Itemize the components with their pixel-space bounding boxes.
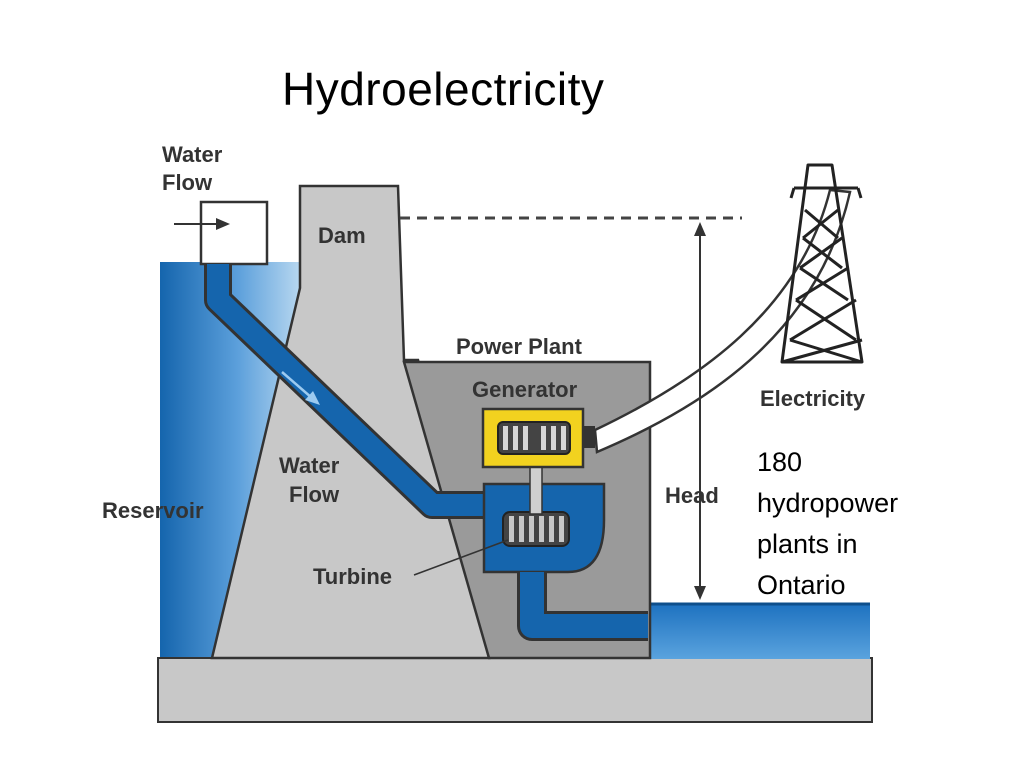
caption-line-1: 180: [757, 447, 803, 477]
flow-arrow-head: [305, 391, 320, 405]
caption-line-3: plants in: [757, 529, 858, 559]
label-water-flow-inlet-line1: Water: [162, 142, 223, 167]
label-head: Head: [665, 483, 719, 508]
generator-rotor: [497, 421, 571, 455]
tailwater: [646, 604, 870, 659]
transmission-line: [593, 188, 852, 454]
head-arrow-top: [694, 222, 706, 236]
label-power-plant: Power Plant: [456, 334, 583, 359]
label-water-flow-inlet-line2: Flow: [162, 170, 213, 195]
label-turbine: Turbine: [313, 564, 392, 589]
slide-title: Hydroelectricity: [282, 63, 605, 115]
turbine-pointer: [413, 539, 509, 576]
caption-line-2: hydropower: [757, 488, 899, 518]
label-generator: Generator: [472, 377, 578, 402]
foundation: [157, 657, 873, 723]
flow-arrow-shaft: [281, 371, 313, 399]
turbine-blades: [509, 516, 564, 542]
caption-line-4: Ontario: [757, 570, 846, 600]
label-electricity: Electricity: [760, 386, 866, 411]
penstock-water: [207, 264, 498, 516]
head-arrow-bottom: [694, 586, 706, 600]
label-reservoir: Reservoir: [102, 498, 204, 523]
inlet-arrow-head: [216, 218, 230, 230]
label-dam: Dam: [318, 223, 366, 248]
generator-windings: [503, 426, 566, 450]
hydropower-count-caption: 180 hydropower plants in Ontario: [757, 442, 937, 606]
water-inlet: [199, 200, 269, 266]
pylon-icon: [780, 163, 864, 364]
label-water-flow-penstock-line1: Water: [279, 453, 340, 478]
generator-terminal: [583, 426, 595, 448]
label-water-flow-penstock-line2: Flow: [289, 482, 340, 507]
draft-tube-water: [520, 572, 648, 638]
